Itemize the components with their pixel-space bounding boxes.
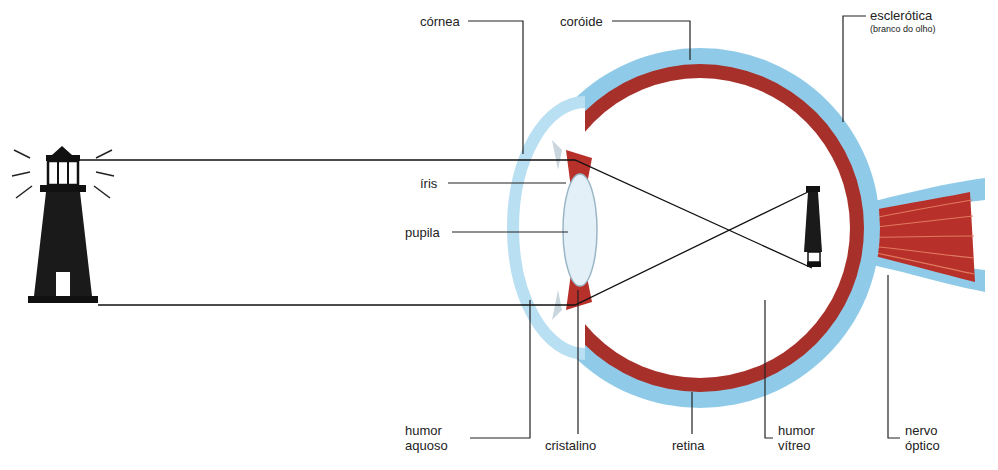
part-label: nervo óptico bbox=[905, 423, 955, 453]
retina-image bbox=[804, 186, 822, 267]
part-label: humor aquoso bbox=[405, 423, 465, 453]
lens bbox=[563, 174, 597, 286]
leader-lines bbox=[448, 16, 900, 438]
part-label: coróide bbox=[560, 14, 603, 29]
ciliary bbox=[552, 140, 562, 170]
part-label: pupila bbox=[405, 225, 440, 240]
part-label: íris bbox=[420, 176, 437, 191]
part-label: córnea bbox=[420, 14, 460, 29]
part-label: (branco do olho) bbox=[870, 24, 936, 35]
part-label: retina bbox=[672, 438, 705, 453]
part-label: humor vítreo bbox=[778, 423, 828, 453]
lighthouse bbox=[12, 146, 114, 303]
part-label: cristalino bbox=[545, 438, 596, 453]
choroid bbox=[536, 64, 864, 392]
part-label: esclerótica bbox=[870, 8, 932, 23]
light-rays bbox=[62, 160, 812, 305]
vitreous bbox=[550, 78, 850, 378]
